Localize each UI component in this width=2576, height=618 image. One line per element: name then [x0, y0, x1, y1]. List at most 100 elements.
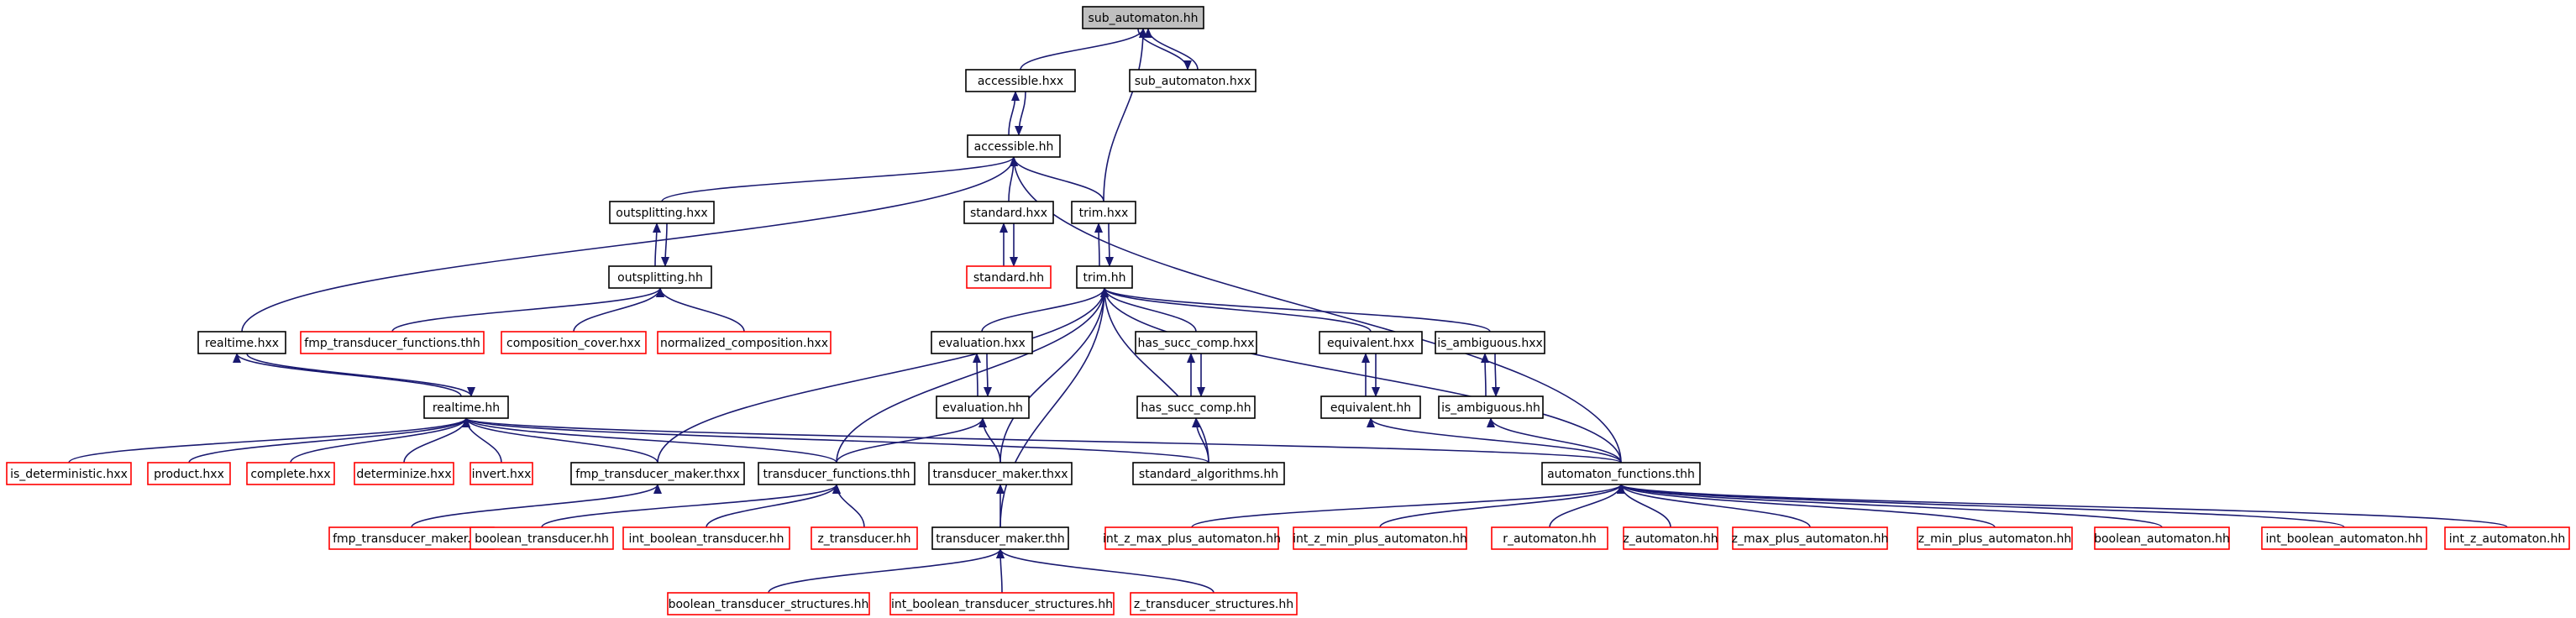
node-label: accessible.hxx: [978, 75, 1063, 88]
edge-fmp-transducer-maker-thh-to-fmp-transducer-maker-thxx: [411, 484, 662, 528]
node-z-min-plus-automaton-hh[interactable]: z_min_plus_automaton.hh: [1917, 526, 2073, 550]
node-label: fmp_transducer_maker.thxx: [575, 468, 740, 481]
node-fmp-transducer-functions-thh[interactable]: fmp_transducer_functions.thh: [300, 331, 485, 354]
node-box: [1076, 265, 1133, 289]
node-automaton-functions-thh[interactable]: automaton_functions.thh: [1541, 462, 1701, 485]
node-label: standard_algorithms.hh: [1139, 468, 1278, 481]
node-r-automaton-hh[interactable]: r_automaton.hh: [1491, 526, 1608, 550]
node-is-deterministic-hxx[interactable]: is_deterministic.hxx: [6, 462, 132, 485]
edge-transducer-maker-thxx-to-trim-hh: [999, 287, 1109, 464]
node-box: [1732, 526, 1888, 550]
edge-trim-hxx-to-accessible-hh: [1010, 156, 1104, 202]
node-transducer-functions-thh[interactable]: transducer_functions.thh: [758, 462, 916, 485]
node-box: [967, 134, 1061, 158]
node-product-hxx[interactable]: product.hxx: [147, 462, 231, 485]
node-accessible-hxx[interactable]: accessible.hxx: [965, 69, 1076, 92]
node-transducer-maker-thh[interactable]: transducer_maker.thh: [931, 526, 1069, 550]
node-label: z_min_plus_automaton.hh: [1918, 532, 2072, 546]
node-composition-cover-hxx[interactable]: composition_cover.hxx: [501, 331, 647, 354]
edge-realtime-hh-to-realtime-hxx: [233, 353, 462, 397]
node-trim-hxx[interactable]: trim.hxx: [1071, 201, 1136, 224]
node-realtime-hh[interactable]: realtime.hh: [423, 395, 509, 419]
node-standard-hh[interactable]: standard.hh: [966, 265, 1052, 289]
node-realtime-hxx[interactable]: realtime.hxx: [197, 331, 286, 354]
node-z-max-plus-automaton-hh[interactable]: z_max_plus_automaton.hh: [1732, 526, 1889, 550]
node-complete-hxx[interactable]: complete.hxx: [246, 462, 335, 485]
node-box: [608, 265, 712, 289]
node-boolean-transducer-structures-hh[interactable]: boolean_transducer_structures.hh: [667, 592, 870, 615]
edge-equivalent-hxx-to-trim-hh: [1100, 287, 1372, 333]
edge-transducer-functions-thh-to-realtime-hh: [462, 417, 837, 464]
node-box: [1071, 201, 1136, 224]
node-box: [300, 331, 485, 354]
node-outsplitting-hh[interactable]: outsplitting.hh: [608, 265, 712, 289]
node-z-transducer-structures-hh[interactable]: z_transducer_structures.hh: [1130, 592, 1298, 615]
node-label: z_transducer_structures.hh: [1134, 598, 1293, 611]
node-is-ambiguous-hxx[interactable]: is_ambiguous.hxx: [1435, 331, 1545, 354]
node-box: [423, 395, 509, 419]
node-label: equivalent.hxx: [1327, 337, 1414, 350]
node-box: [1319, 331, 1423, 354]
node-z-transducer-hh[interactable]: z_transducer.hh: [811, 526, 918, 550]
edge-product-hxx-to-realtime-hh: [188, 417, 470, 464]
node-outsplitting-hxx[interactable]: outsplitting.hxx: [609, 201, 715, 224]
edge-outsplitting-hxx-to-accessible-hh: [661, 156, 1018, 202]
node-label: has_succ_comp.hh: [1141, 401, 1251, 415]
node-box: [6, 462, 132, 485]
node-boolean-transducer-hh[interactable]: boolean_transducer.hh: [470, 526, 614, 550]
node-label: is_deterministic.hxx: [10, 468, 128, 481]
node-z-automaton-hh[interactable]: z_automaton.hh: [1623, 526, 1718, 550]
node-int-z-min-plus-automaton-hh[interactable]: int_z_min_plus_automaton.hh: [1293, 526, 1467, 550]
node-label: evaluation.hh: [942, 401, 1023, 415]
node-label: determinize.hxx: [356, 468, 451, 481]
node-standard-hxx[interactable]: standard.hxx: [963, 201, 1054, 224]
node-label: outsplitting.hh: [617, 271, 703, 285]
node-evaluation-hh[interactable]: evaluation.hh: [936, 395, 1030, 419]
node-transducer-maker-thxx[interactable]: transducer_maker.thxx: [928, 462, 1073, 485]
edge-accessible-hxx-to-sub-automaton-hh: [1020, 28, 1147, 71]
node-box: [963, 201, 1054, 224]
node-label: realtime.hh: [433, 401, 500, 415]
edge-int-z-min-plus-automaton-hh-to-automaton-functions-thh: [1379, 484, 1625, 528]
node-int-z-automaton-hh[interactable]: int_z_automaton.hh: [2444, 526, 2570, 550]
node-determinize-hxx[interactable]: determinize.hxx: [354, 462, 454, 485]
node-boolean-automaton-hh[interactable]: boolean_automaton.hh: [2094, 526, 2230, 550]
node-equivalent-hxx[interactable]: equivalent.hxx: [1319, 331, 1423, 354]
node-is-ambiguous-hh[interactable]: is_ambiguous.hh: [1438, 395, 1544, 419]
node-label: boolean_automaton.hh: [2094, 532, 2230, 546]
node-box: [197, 331, 286, 354]
edge-fmp-transducer-maker-thxx-to-realtime-hh: [462, 417, 658, 464]
edge-complete-hxx-to-realtime-hh: [290, 417, 470, 464]
node-trim-hh[interactable]: trim.hh: [1076, 265, 1133, 289]
node-evaluation-hxx[interactable]: evaluation.hxx: [931, 331, 1033, 354]
node-has-succ-comp-hh[interactable]: has_succ_comp.hh: [1136, 395, 1256, 419]
node-label: accessible.hh: [974, 140, 1054, 154]
node-box: [928, 462, 1073, 485]
node-label: transducer_functions.thh: [763, 468, 910, 481]
node-fmp-transducer-maker-thh[interactable]: fmp_transducer_maker.thh: [328, 526, 495, 550]
node-box: [609, 201, 715, 224]
edge-is-ambiguous-hxx-to-is-ambiguous-hh: [1491, 353, 1500, 397]
node-equivalent-hh[interactable]: equivalent.hh: [1320, 395, 1421, 419]
node-label: boolean_transducer.hh: [475, 532, 609, 546]
node-int-boolean-transducer-structures-hh[interactable]: int_boolean_transducer_structures.hh: [889, 592, 1115, 615]
node-box: [1104, 526, 1279, 550]
edge-automaton-functions-thh-to-trim-hh: [1100, 287, 1622, 464]
node-normalized-composition-hxx[interactable]: normalized_composition.hxx: [657, 331, 832, 354]
node-int-boolean-automaton-hh[interactable]: int_boolean_automaton.hh: [2261, 526, 2427, 550]
edge-int-z-automaton-hh-to-automaton-functions-thh: [1617, 484, 2508, 528]
node-accessible-hh[interactable]: accessible.hh: [967, 134, 1061, 158]
node-sub-automaton-hxx[interactable]: sub_automaton.hxx: [1129, 69, 1257, 92]
node-invert-hxx[interactable]: invert.hxx: [470, 462, 533, 485]
edge-automaton-functions-thh-to-realtime-hh: [462, 417, 1622, 464]
node-sub-automaton-hh[interactable]: sub_automaton.hh: [1082, 6, 1204, 29]
node-int-z-max-plus-automaton-hh[interactable]: int_z_max_plus_automaton.hh: [1103, 526, 1281, 550]
node-fmp-transducer-maker-thxx[interactable]: fmp_transducer_maker.thxx: [570, 462, 745, 485]
node-box: [246, 462, 335, 485]
node-standard-algorithms-hh[interactable]: standard_algorithms.hh: [1132, 462, 1285, 485]
node-has-succ-comp-hxx[interactable]: has_succ_comp.hxx: [1135, 331, 1257, 354]
edge-fmp-transducer-maker-thxx-to-trim-hh: [657, 287, 1109, 464]
node-box: [1623, 526, 1718, 550]
node-int-boolean-transducer-hh[interactable]: int_boolean_transducer.hh: [622, 526, 790, 550]
node-label: transducer_maker.thh: [936, 532, 1064, 546]
